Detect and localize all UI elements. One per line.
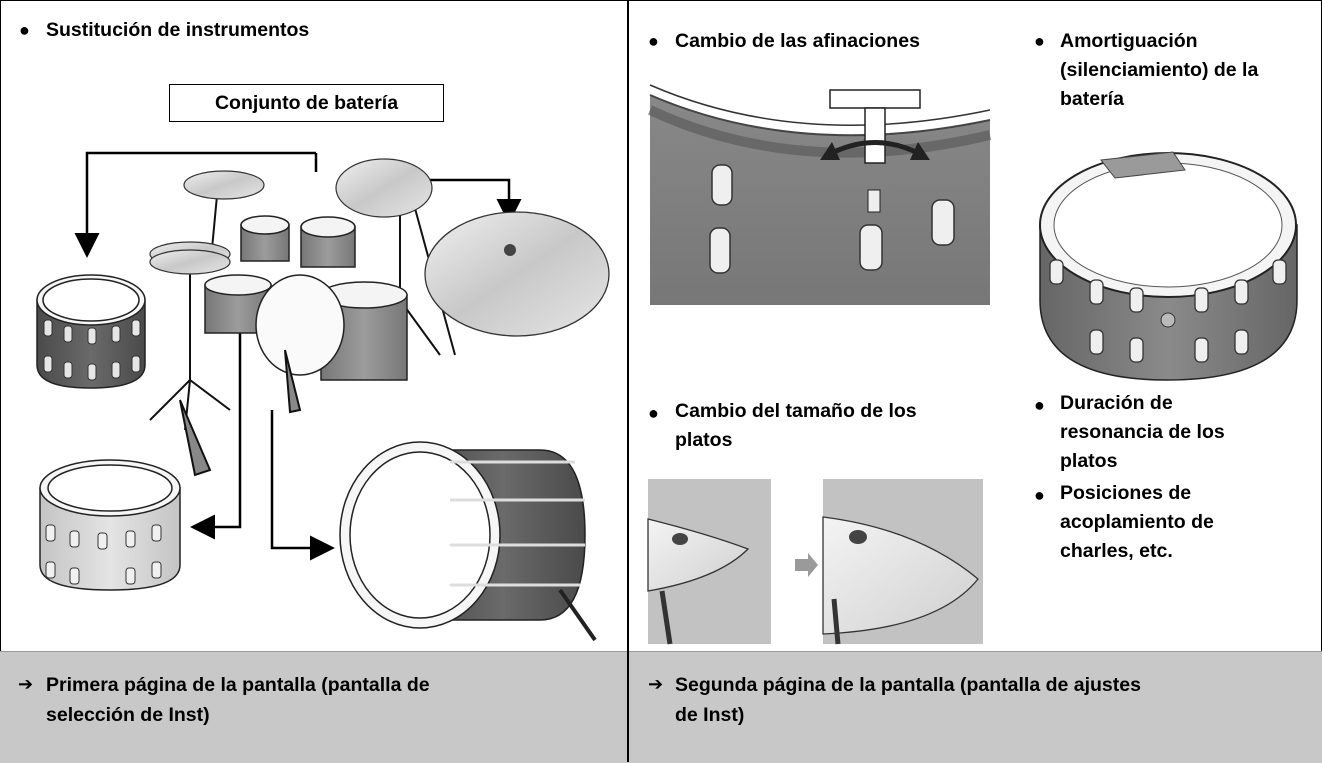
footer-band — [0, 651, 1322, 763]
drum-kit-illustration — [36, 151, 610, 642]
heading-instrument-replacement: Sustitución de instrumentos — [46, 19, 310, 41]
heading-decay-line1: Duración de — [1060, 392, 1173, 414]
heading-positions-line1: Posiciones de — [1060, 482, 1192, 504]
bullet-icon: ● — [1034, 395, 1045, 415]
heading-cymbal-size-line2: platos — [675, 429, 733, 451]
heading-decay-line3: platos — [1060, 450, 1118, 472]
drum-kit-label: Conjunto de batería — [169, 84, 444, 122]
footer-right-line2: de Inst) — [675, 704, 745, 726]
heading-positions-line3: charles, etc. — [1060, 540, 1173, 562]
footer-left-line1: Primera página de la pantalla (pantalla … — [46, 674, 430, 696]
heading-tuning-change: Cambio de las afinaciones — [675, 30, 920, 52]
heading-muffling-line1: Amortiguación — [1060, 30, 1198, 52]
tuning-illustration — [647, 84, 992, 305]
heading-cymbal-size-line1: Cambio del tamaño de los — [675, 400, 917, 422]
heading-muffling-line3: batería — [1060, 88, 1124, 110]
column-divider — [627, 0, 629, 762]
bullet-icon: ● — [1034, 31, 1045, 51]
heading-decay-line2: resonancia de los — [1060, 421, 1225, 443]
footer-right-line1: Segunda página de la pantalla (pantalla … — [675, 674, 1141, 696]
footer-left-line2: selección de Inst) — [46, 704, 210, 726]
bullet-icon: ● — [648, 31, 659, 51]
arrow-icon: ➔ — [648, 674, 664, 694]
muffling-illustration — [1039, 151, 1298, 381]
heading-positions-line2: acoplamiento de — [1060, 511, 1214, 533]
cymbal-size-illustration — [647, 479, 983, 645]
bullet-icon: ● — [648, 403, 659, 423]
bullet-icon: ● — [19, 20, 30, 40]
bullet-icon: ● — [1034, 485, 1045, 505]
heading-muffling-line2: (silenciamiento) de la — [1060, 59, 1259, 81]
arrow-icon: ➔ — [18, 674, 34, 694]
